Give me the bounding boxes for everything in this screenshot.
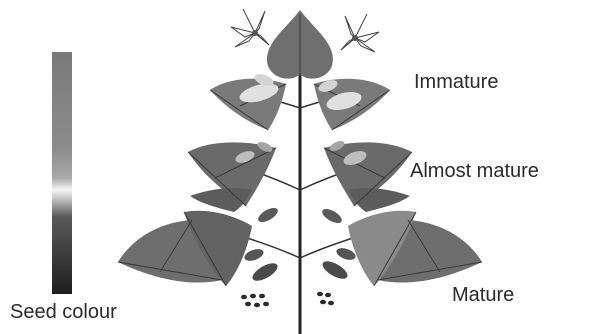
label-almost-mature: Almost mature [410, 160, 539, 182]
pod-mature-left [250, 260, 280, 284]
pod-mature-right-2 [335, 246, 357, 262]
pod-mature-left-2 [243, 247, 265, 263]
seed-colour-bar [52, 52, 72, 294]
pod-mid-left [256, 205, 280, 225]
label-seed-colour: Seed colour [10, 301, 117, 323]
label-immature: Immature [414, 71, 498, 93]
seeds-left [241, 294, 269, 308]
label-mature: Mature [452, 284, 514, 306]
leaf-almost-mature-left [188, 142, 276, 212]
leaf-mature-left [118, 211, 252, 286]
leaf-almost-mature-right [324, 142, 412, 212]
pod-mature-right [320, 258, 350, 282]
leaf-mature-right [348, 211, 482, 286]
lily-flower-icon [231, 9, 269, 47]
top-leaf [267, 10, 333, 79]
seeds-right [317, 292, 334, 306]
lily-flower-icon [341, 14, 379, 52]
pod-mid-right [320, 206, 344, 226]
